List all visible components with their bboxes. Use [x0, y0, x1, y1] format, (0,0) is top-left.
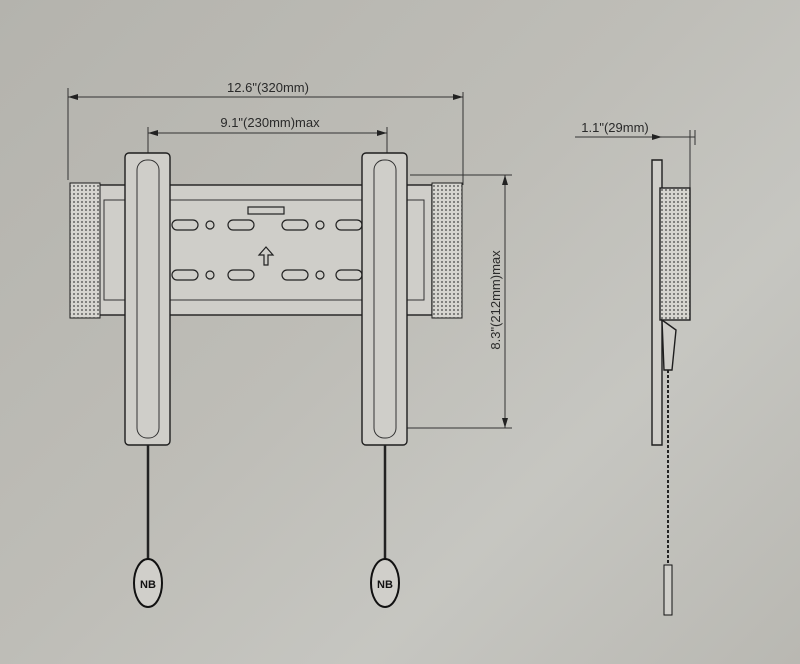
- depth-label: 1.1"(29mm): [581, 120, 648, 135]
- dimension-depth: 1.1"(29mm): [575, 120, 696, 190]
- dimension-arm-spacing: 9.1"(230mm)max: [147, 115, 388, 155]
- right-spacer-pad: [431, 182, 463, 319]
- right-arm: NB: [361, 152, 408, 608]
- overall-width-label: 12.6"(320mm): [227, 80, 309, 95]
- front-view: NB NB: [69, 152, 463, 608]
- side-view: [651, 159, 691, 616]
- up-arrow-icon: [257, 246, 275, 266]
- logo-text: NB: [377, 579, 393, 591]
- plate-slots: [171, 206, 363, 281]
- dimension-overall-width: 12.6"(320mm): [67, 80, 464, 185]
- logo-text: NB: [140, 579, 156, 591]
- left-spacer-pad: [69, 182, 101, 319]
- arm-spacing-label: 9.1"(230mm)max: [220, 115, 320, 130]
- height-label: 8.3"(212mm)max: [488, 250, 503, 350]
- dimension-height: 8.3"(212mm)max: [405, 174, 512, 429]
- left-arm: NB: [124, 152, 171, 608]
